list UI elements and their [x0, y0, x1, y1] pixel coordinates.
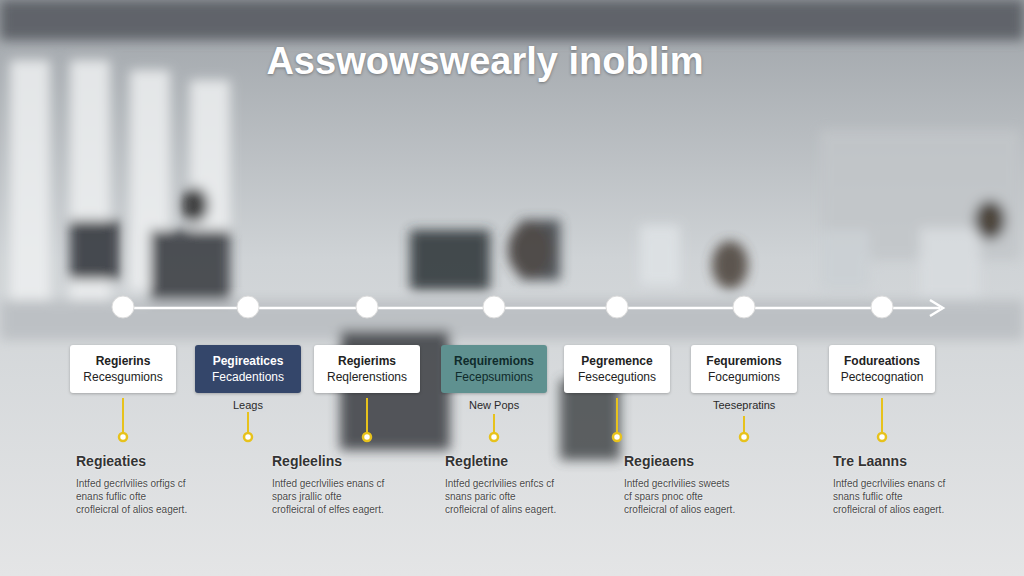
box-heading: Regierims	[322, 353, 412, 369]
box-text: Focegumions	[699, 369, 789, 385]
column-heading: Tre Laanns	[833, 453, 953, 470]
box-note: New Pops	[466, 398, 522, 412]
timeline-box: PegireaticesFecadentions	[195, 345, 301, 393]
column-text: Intfed gecrlvilies enans cf snans fuflic…	[833, 477, 948, 516]
timeline-box: RegierimsReqlerenstions	[314, 345, 420, 393]
box-heading: Pegremence	[572, 353, 662, 369]
box-note: Leags	[230, 398, 266, 412]
box-text: Recesgumions	[78, 369, 168, 385]
column-text: Intfed gecrlvilies enfcs cf snans paric …	[445, 477, 560, 516]
box-heading: Fodureations	[837, 353, 927, 369]
timeline-box: PegremenceFesecegutions	[564, 345, 670, 393]
column-heading: Regletine	[445, 453, 565, 470]
column-text: Intfed gecrlvilies enans cf spars jralli…	[272, 477, 387, 516]
column-text: Intfed gecrlvilies sweets cf spars pnoc …	[624, 477, 739, 516]
timeline-dots	[112, 296, 893, 318]
column-text: Intfed gecrlvilies orfigs cf enans fufli…	[76, 477, 191, 516]
column-heading: Regieaties	[76, 453, 196, 470]
box-text: Reqlerenstions	[322, 369, 412, 385]
box-heading: Regierins	[78, 353, 168, 369]
leader-lines	[123, 398, 882, 446]
column-heading: Regieaens	[624, 453, 744, 470]
timeline-arrowhead	[930, 300, 943, 316]
box-heading: Requiremions	[449, 353, 539, 369]
diagram-title: Asswowswearly inoblim	[0, 40, 997, 83]
box-text: Pectecognation	[837, 369, 927, 385]
timeline-box: RequiremionsFecepsumions	[441, 345, 547, 393]
timeline-box: FequremionsFocegumions	[691, 345, 797, 393]
box-heading: Fequremions	[699, 353, 789, 369]
box-heading: Pegireatices	[203, 353, 293, 369]
box-text: Fesecegutions	[572, 369, 662, 385]
column-heading: Regleelins	[272, 453, 392, 470]
leader-dots	[119, 433, 886, 441]
box-text: Fecadentions	[203, 369, 293, 385]
timeline-box: RegierinsRecesgumions	[70, 345, 176, 393]
timeline-box: FodureationsPectecognation	[829, 345, 935, 393]
box-note: Teesepratins	[710, 398, 778, 412]
box-text: Fecepsumions	[449, 369, 539, 385]
